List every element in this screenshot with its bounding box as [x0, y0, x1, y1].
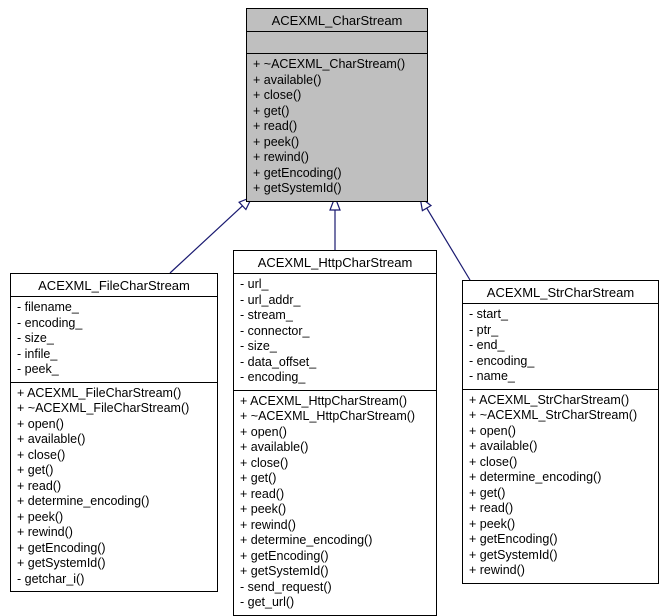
member-row: + getSystemId() — [469, 547, 558, 562]
member-row: + getEncoding() — [17, 540, 106, 555]
class-attributes — [247, 32, 427, 54]
member-row: + getEncoding() — [240, 548, 329, 563]
member-row: + ~ACEXML_HttpCharStream() — [240, 409, 416, 423]
member-row: + read() — [240, 486, 285, 501]
member-row: + close() — [240, 455, 289, 470]
member-row: + rewind() — [17, 525, 73, 539]
inheritance-arrow-http — [329, 195, 341, 250]
member-row: - infile_ — [17, 346, 58, 361]
member-row: + read() — [469, 501, 514, 515]
class-attributes: - filename_- encoding_- size_- infile_- … — [11, 297, 217, 383]
class-title[interactable]: ACEXML_HttpCharStream — [234, 251, 436, 274]
member-row: + open() — [469, 423, 516, 438]
class-title[interactable]: ACEXML_CharStream — [247, 9, 427, 32]
class-box-acexml-httpcharstream[interactable]: ACEXML_HttpCharStream - url_- url_addr_-… — [233, 250, 437, 616]
member-row: - size_ — [17, 331, 54, 345]
member-row: + peek() — [240, 502, 287, 516]
class-methods: + ~ACEXML_CharStream()+ available()+ clo… — [247, 54, 427, 201]
member-row: - getchar_i() — [17, 571, 85, 586]
member-row: - filename_ — [17, 300, 79, 314]
member-row: + read() — [253, 119, 298, 133]
member-row: - name_ — [469, 369, 515, 383]
class-box-acexml-charstream[interactable]: ACEXML_CharStream + ~ACEXML_CharStream()… — [246, 8, 428, 202]
member-row: + available() — [253, 72, 322, 87]
member-row: + rewind() — [240, 517, 296, 532]
member-row: + determine_encoding() — [240, 533, 373, 547]
class-box-acexml-strcharstream[interactable]: ACEXML_StrCharStream - start_- ptr_- end… — [462, 280, 659, 584]
member-row: - encoding_ — [17, 315, 83, 330]
member-row: + rewind() — [253, 150, 309, 164]
member-row: + peek() — [17, 509, 64, 524]
member-row: - peek_ — [17, 362, 59, 376]
member-row: + getSystemId() — [253, 181, 342, 195]
class-methods: + ACEXML_StrCharStream()+ ~ACEXML_StrCha… — [463, 390, 658, 583]
member-row: - connector_ — [240, 323, 310, 338]
member-row: + available() — [240, 440, 309, 454]
member-row: + available() — [17, 432, 86, 446]
member-row: + ~ACEXML_CharStream() — [253, 57, 406, 71]
member-row: - data_offset_ — [240, 354, 317, 369]
member-row: + ACEXML_HttpCharStream() — [240, 393, 408, 408]
member-row: - encoding_ — [469, 353, 535, 368]
class-methods: + ACEXML_FileCharStream()+ ~ACEXML_FileC… — [11, 383, 217, 592]
member-row: - url_addr_ — [240, 292, 301, 307]
member-row: + get() — [469, 485, 506, 500]
member-row: + ~ACEXML_StrCharStream() — [469, 408, 638, 422]
member-row: + peek() — [253, 134, 300, 149]
member-row: + close() — [253, 88, 302, 102]
member-row: + get() — [240, 471, 277, 485]
class-title[interactable]: ACEXML_StrCharStream — [463, 281, 658, 304]
member-row: + read() — [17, 478, 62, 493]
member-row: - size_ — [240, 339, 277, 353]
member-row: + ~ACEXML_FileCharStream() — [17, 401, 190, 415]
member-row: - url_ — [240, 277, 269, 291]
member-row: + determine_encoding() — [17, 494, 150, 508]
member-row: - ptr_ — [469, 322, 499, 337]
member-row: + get() — [253, 103, 290, 118]
class-attributes: - start_- ptr_- end_- encoding_- name_ — [463, 304, 658, 390]
member-row: + open() — [240, 424, 287, 439]
class-methods: + ACEXML_HttpCharStream()+ ~ACEXML_HttpC… — [234, 391, 436, 615]
member-row: + ACEXML_StrCharStream() — [469, 392, 630, 407]
member-row: + getSystemId() — [240, 564, 329, 578]
member-row: + available() — [469, 439, 538, 453]
member-row: - stream_ — [240, 308, 293, 322]
member-row: - send_request() — [240, 579, 332, 594]
member-row: + getSystemId() — [17, 556, 106, 570]
member-row: + rewind() — [469, 563, 525, 577]
member-row: - get_url() — [240, 595, 295, 609]
member-row: - encoding_ — [240, 370, 306, 384]
member-row: + close() — [17, 447, 66, 462]
member-row: - start_ — [469, 307, 508, 321]
class-box-acexml-filecharstream[interactable]: ACEXML_FileCharStream - filename_- encod… — [10, 273, 218, 592]
member-row: + peek() — [469, 516, 516, 531]
member-row: + getEncoding() — [253, 165, 342, 180]
member-row: + close() — [469, 454, 518, 469]
member-row: + getEncoding() — [469, 532, 558, 546]
member-row: + open() — [17, 416, 64, 431]
class-attributes: - url_- url_addr_- stream_- connector_- … — [234, 274, 436, 391]
member-row: + ACEXML_FileCharStream() — [17, 385, 182, 400]
member-row: + get() — [17, 463, 54, 477]
class-title[interactable]: ACEXML_FileCharStream — [11, 274, 217, 297]
member-row: + determine_encoding() — [469, 470, 602, 484]
member-row: - end_ — [469, 338, 505, 352]
